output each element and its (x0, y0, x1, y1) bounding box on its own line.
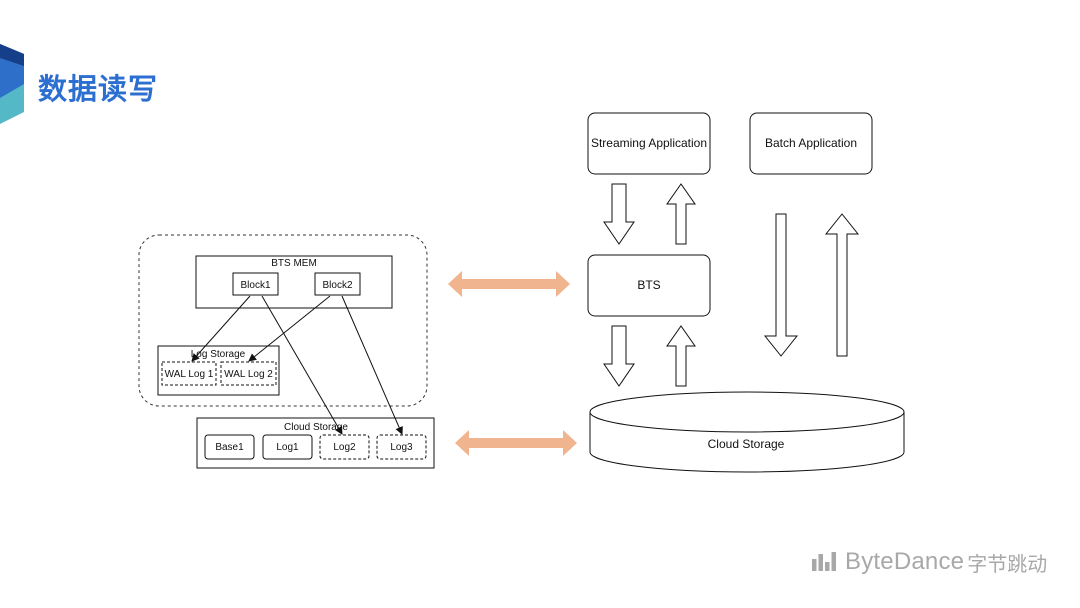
brand-name: ByteDance (845, 548, 965, 575)
brand-footer: ByteDance 字节跳动 (812, 546, 1047, 578)
base1-label: Base1 (215, 442, 244, 453)
edge-block2-to-wal-log-2 (248, 295, 331, 362)
bts-mem-label: BTS MEM (271, 258, 317, 269)
block1-node: Block1 (232, 272, 279, 296)
batch-write-down-arrow (763, 213, 799, 357)
log1-node: Log1 (262, 434, 313, 460)
write-down-arrow-bts-to-storage (603, 325, 635, 387)
wal-log-2-label: WAL Log 2 (224, 369, 273, 380)
write-down-arrow-app-to-bts (603, 183, 635, 245)
wal-log-2-node: WAL Log 2 (220, 361, 277, 386)
log3-label: Log3 (390, 442, 413, 453)
memory-region-boundary (138, 234, 428, 407)
wal-log-1-node: WAL Log 1 (161, 361, 217, 386)
corner-decoration (0, 44, 24, 124)
block1-label: Block1 (240, 280, 270, 291)
edge-block1-to-log2 (261, 295, 343, 435)
left-cloud-storage-label: Cloud Storage (284, 422, 348, 433)
log3-node: Log3 (376, 434, 427, 460)
read-up-arrow-storage-to-bts (666, 325, 696, 387)
batch-application-box: Batch Application (749, 112, 873, 175)
log2-label: Log2 (333, 442, 356, 453)
log-storage-label: Log Storage (191, 349, 246, 360)
batch-read-up-arrow (824, 213, 860, 357)
batch-application-label: Batch Application (765, 136, 857, 150)
streaming-application-box: Streaming Application (587, 112, 711, 175)
bts-mem-box: BTS MEM (195, 255, 393, 309)
wal-log-1-label: WAL Log 1 (165, 369, 214, 380)
log1-label: Log1 (276, 442, 299, 453)
bytedance-logo-icon (812, 552, 836, 571)
storage-link-arrow (455, 430, 577, 456)
mem-bts-link-arrow (448, 271, 570, 297)
bts-box: BTS (587, 254, 711, 317)
read-up-arrow-bts-to-app (666, 183, 696, 245)
log2-node: Log2 (319, 434, 370, 460)
block2-node: Block2 (314, 272, 361, 296)
edge-block1-to-wal-log-1 (191, 295, 251, 362)
base1-node: Base1 (204, 434, 255, 460)
bts-label: BTS (637, 278, 660, 292)
block2-label: Block2 (322, 280, 352, 291)
brand-name-cn: 字节跳动 (967, 551, 1048, 576)
streaming-application-label: Streaming Application (591, 136, 707, 150)
edge-block2-to-log3 (341, 295, 403, 435)
cloud-storage-label: Cloud Storage (708, 437, 785, 451)
page-title: 数据读写 (38, 72, 159, 106)
cloud-storage-cylinder: Cloud Storage (589, 391, 905, 473)
